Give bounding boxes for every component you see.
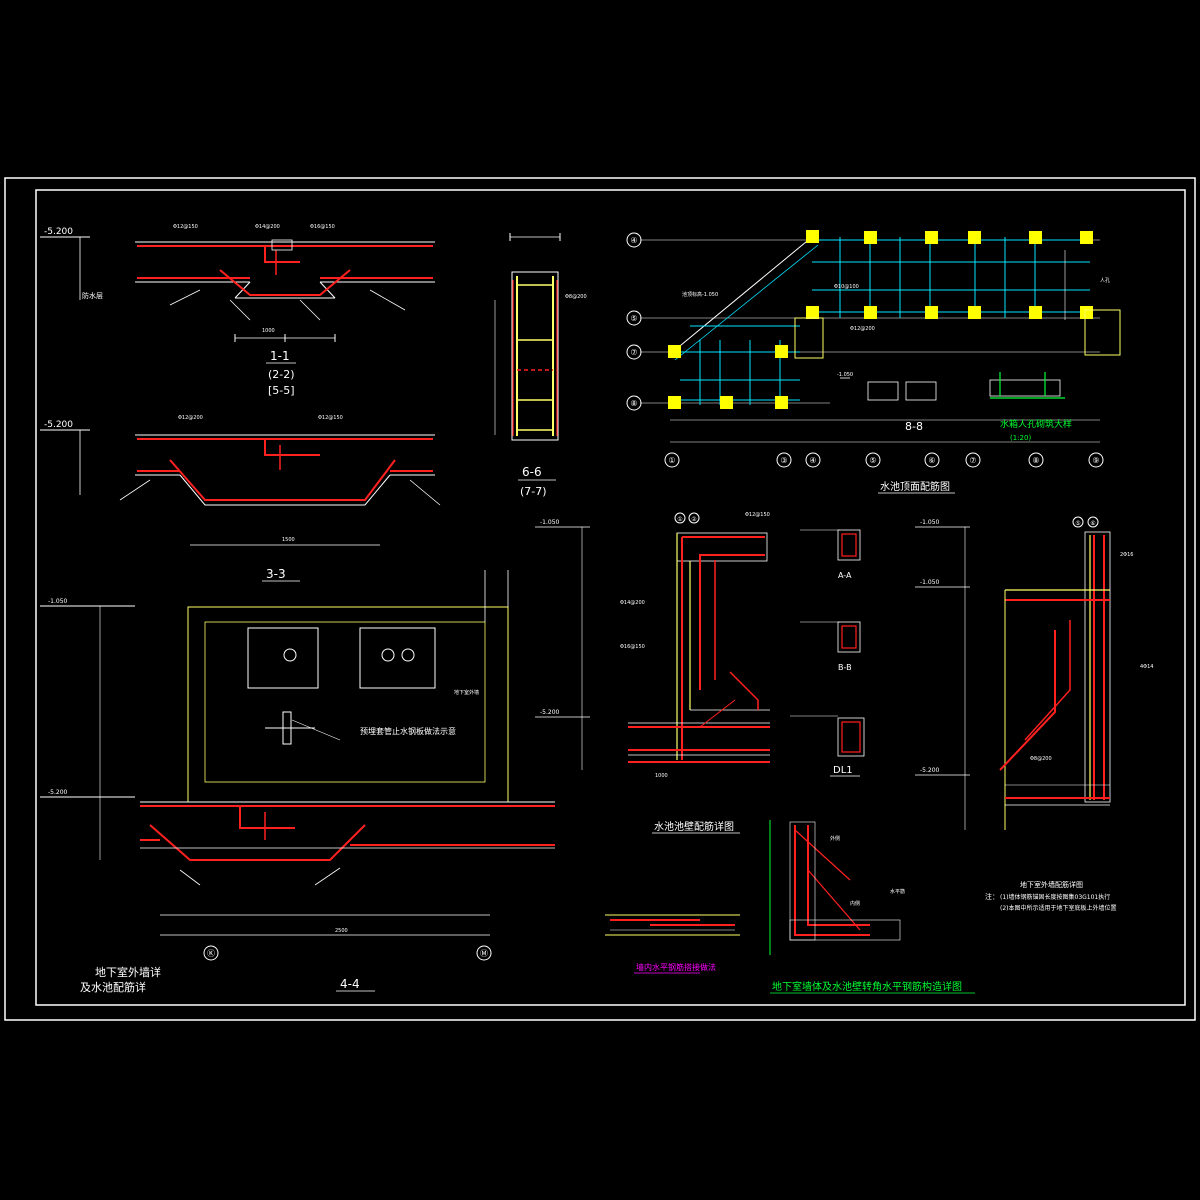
wc-label-1: 外侧 [830,835,840,842]
section-3-3: -5.200 1500 Φ12@200 Φ12@150 3-3 [40,415,441,582]
waterstop-title: 预埋套管止水钢板做法示意 [360,726,456,736]
pw-rebar-2: Φ14@200 [620,600,645,606]
inner-frame [35,189,1186,1006]
dim-1-a: 1000 [262,328,275,334]
axis-b-7: ⑧ [1032,456,1039,465]
section-2-2-title: (2-2) [268,368,295,381]
rebar-note-1c: Φ16@150 [310,224,335,230]
wall-corner-title: 地下室墙体及水池壁转角水平钢筋构造详图 [772,980,962,993]
ew-rebar-2: 4Φ14 [1140,664,1153,670]
pool-wall-title: 水池池壁配筋详图 [654,820,734,833]
axis-b-6: ⑦ [969,456,976,465]
elev-label-1: -5.200 [44,227,73,237]
axis-b-3: ④ [809,456,816,465]
rebar-note-1a: Φ12@150 [173,224,198,230]
elev-label-4a: -1.050 [48,598,68,605]
rebar-note-3a: Φ12@200 [178,415,203,421]
roof-note-2: 人孔 [1100,277,1110,284]
axis-l-3: ⑦ [630,348,637,357]
axis-l-2: ⑤ [630,314,637,323]
exterior-wall-detail: -1.050 -1.050 -5.200 ⑤ ⑥ 2Φ16 4Φ14 Φ8@20… [915,516,1153,912]
basement-title-2: 及水池配筋详 [80,980,146,994]
rebar-pit-3 [169,459,396,501]
elev-label-2: -5.200 [44,420,73,430]
rebar-note-6: Φ8@200 [565,294,587,300]
mid-label-4: 地下室外墙 [454,689,479,696]
basement-title-1: 地下室外墙详 [95,965,161,979]
pool-wall-detail: -1.050 -5.200 Φ12@150 Φ14@200 Φ16@150 10… [535,512,770,834]
note-lead: 注： [985,892,999,901]
elev-label-ew3: -5.200 [920,767,940,774]
axis-b-2: ③ [780,456,787,465]
aa-title: A-A [838,571,852,580]
section-5-5-title: [5-5] [268,384,295,397]
note-1: (1)墙体钢筋锚固长度按图集03G101执行 [1000,893,1110,901]
elev-label-8-8: -1.050 [837,372,853,378]
bb-title: B-B [838,663,852,672]
roof-note-1: 池顶标高-1.050 [682,291,718,298]
axis-b-4: ⑤ [869,456,876,465]
section-4-4-title: 4-4 [340,977,360,991]
pw-rebar-1: Φ12@150 [745,512,770,518]
ew-rebar-1: 2Φ16 [1120,552,1133,558]
elev-label-ew1: -1.050 [920,519,940,526]
elev-label-4b: -5.200 [48,789,68,796]
axis-b-8: ⑨ [1092,456,1099,465]
manhole-scale: (1:20) [1010,434,1031,442]
ext-wall-title: 地下室外墙配筋详图 [1020,880,1083,889]
section-6-6: Φ8@200 6-6 (7-7) [494,233,587,498]
pw-rebar-3: Φ16@150 [620,644,645,650]
roof-plan-title: 水池顶面配筋图 [880,480,950,493]
wall-corner-detail: 外侧 内侧 水平筋 地下室墙体及水池壁转角水平钢筋构造详图 [769,820,975,994]
axis-l-1: ④ [630,236,637,245]
outer-frame [4,177,1196,1021]
ew-rebar-3: Φ8@200 [1030,756,1052,762]
dim-3-a: 1500 [282,537,295,543]
roof-plan: ① ③ ④ ⑤ ⑥ ⑦ ⑧ ⑨ ④ ⑤ ⑦ ⑧ 池顶标高-1.050 人孔 Φ1… [626,230,1121,494]
manhole-title: 水箱人孔砌筑大样 [1000,418,1072,430]
axis-4-m: Ⓜ [480,949,488,958]
waterproof-label-1: 防水层 [82,291,103,300]
note-2: (2)本图中所示适用于地下室底板上外墙位置 [1000,904,1117,912]
ew-axis-2: ⑥ [1090,520,1095,527]
section-3-3-title: 3-3 [266,567,286,581]
roof-rebar-2: Φ12@200 [850,326,875,332]
section-1-1-title: 1-1 [270,349,290,363]
elev-label-pw2: -5.200 [540,709,560,716]
ew-axis-1: ⑤ [1075,520,1080,527]
wc-label-3: 水平筋 [890,888,905,895]
axis-b-1: ① [668,456,675,465]
dim-4-a: 2500 [335,928,348,934]
section-6-6-title: 6-6 [522,465,542,479]
elev-label-ew2: -1.050 [920,579,940,586]
horizontal-bar-title: 墙内水平钢筋搭接做法 [636,962,716,972]
axis-b-5: ⑥ [928,456,935,465]
section-7-7-title: (7-7) [520,485,547,498]
pw-axis-2: ② [691,516,697,523]
roof-columns [668,230,1093,409]
dl1-title: DL1 [833,765,853,776]
roof-rebar-1: Φ10@100 [834,284,859,290]
section-4-4: -1.050 -5.200 预埋套管止水钢板做法示意 地下室外墙 2500 [40,570,555,994]
axis-4-k: Ⓚ [207,949,215,958]
small-sections: A-A B-B DL1 [790,529,865,777]
elev-label-pw1: -1.050 [540,519,560,526]
pw-dim: 1000 [655,773,668,779]
section-1-1: -5.200 防水层 Φ12@150 Φ14@200 Φ16@150 1000 … [40,224,435,397]
rebar-pit-1 [219,269,351,296]
section-8-8-title: 8-8 [905,420,923,433]
rebar-note-1b: Φ14@200 [255,224,280,230]
pw-axis-1: ① [677,516,682,523]
axis-l-4: ⑧ [630,399,637,408]
rebar-note-3b: Φ12@150 [318,415,343,421]
horizontal-bar-lap: 墙内水平钢筋搭接做法 [605,914,740,974]
wc-label-2: 内侧 [850,900,860,907]
